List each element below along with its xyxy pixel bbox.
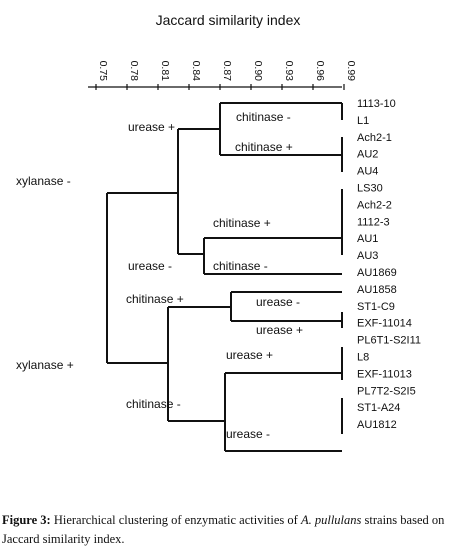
caption-species: A. pullulans [300, 513, 362, 527]
leaf-label: EXF-11014 [357, 318, 412, 330]
leaf-label: ST1-C9 [357, 301, 395, 313]
axis-tick-label: 0.87 [221, 61, 233, 82]
figure-caption: Figure 3: Hierarchical clustering of enz… [2, 511, 462, 549]
axis-tick-label: 0.93 [283, 61, 295, 82]
similarity-axis: 0.75 0.78 0.81 0.84 0.87 0.90 0.93 0.96 0.99 [88, 61, 357, 90]
label-chitinase-neg-bottom: chitinase - [126, 397, 181, 411]
axis-tick-label: 0.90 [252, 61, 264, 82]
label-urease-neg-mid: urease - [128, 259, 172, 273]
label-urease-pos-top: urease + [128, 120, 175, 134]
leaf-label: EXF-11013 [357, 368, 412, 380]
axis-tick-label: 0.81 [159, 61, 171, 82]
tree-branches [106, 102, 343, 452]
caption-text-before: Hierarchical clustering of enzymatic act… [50, 513, 301, 527]
chart-title: Jaccard similarity index [156, 12, 301, 28]
leaf-label: PL6T1-S2I11 [357, 335, 421, 347]
label-chitinase-pos-low: chitinase + [126, 292, 184, 306]
leaf-label: AU3 [357, 250, 378, 262]
leaf-label: LS30 [357, 183, 383, 195]
node-labels: xylanase - xylanase + urease + chitinase… [16, 110, 303, 441]
leaf-label: L8 [357, 352, 369, 364]
axis-tick-label: 0.96 [314, 61, 326, 82]
label-chitinase-pos-top: chitinase + [235, 140, 293, 154]
label-urease-pos-low: urease + [256, 323, 303, 337]
axis-tick-label: 0.84 [190, 61, 202, 82]
leaf-label: AU1869 [357, 267, 397, 279]
leaf-label: 1113-10 [357, 98, 396, 110]
label-chitinase-pos-mid: chitinase + [213, 216, 271, 230]
caption-text-after: strains based on Jaccard similarity inde… [2, 513, 445, 546]
label-xylanase-neg: xylanase - [16, 174, 71, 188]
axis-tick-label: 0.75 [97, 61, 109, 82]
caption-label: Figure 3: [2, 513, 51, 527]
axis-tick-label: 0.99 [345, 61, 357, 82]
leaf-label: AU1812 [357, 419, 397, 431]
leaf-label: ST1-A24 [357, 402, 400, 414]
leaf-label: 1112-3 [357, 216, 390, 228]
leaf-label: PL7T2-S2I5 [357, 385, 416, 397]
label-urease-neg-bottom: urease - [226, 427, 270, 441]
label-xylanase-pos: xylanase + [16, 358, 74, 372]
label-urease-pos-bottom: urease + [226, 348, 273, 362]
leaf-label: AU4 [357, 166, 378, 178]
axis-tick-label: 0.78 [128, 61, 140, 82]
leaf-label: L1 [357, 115, 369, 127]
label-urease-neg-low: urease - [256, 295, 300, 309]
label-chitinase-neg-top: chitinase - [236, 110, 291, 124]
leaf-label: AU2 [357, 149, 378, 161]
leaf-label: AU1 [357, 233, 378, 245]
leaf-label: Ach2-2 [357, 199, 392, 211]
leaf-label: Ach2-1 [357, 132, 392, 144]
label-chitinase-neg-mid: chitinase - [213, 259, 268, 273]
leaf-label: AU1858 [357, 284, 397, 296]
